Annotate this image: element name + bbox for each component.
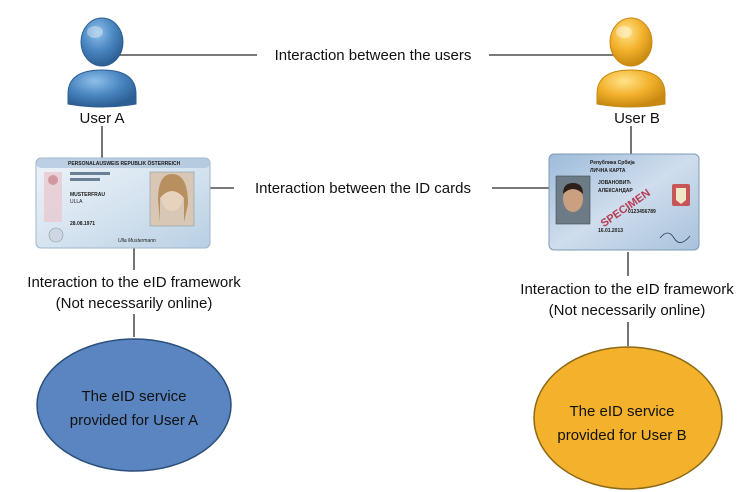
user-b-highlight [616,26,632,38]
service-a-node: The eID service provided for User A [36,338,232,472]
user-a-label: User A [79,110,124,127]
framework-b-label-line2: (Not necessarily online) [549,302,706,319]
users-interaction-label: Interaction between the users [275,47,472,64]
user-b-head [609,17,653,67]
id-card-b-photo-face [563,186,583,212]
id-card-a-signature: Ulla Mustermann [118,238,156,244]
id-card-b-title: Република Србија [590,159,635,166]
id-card-a: PERSONALAUSWEIS REPUBLIK ÖSTERREICH MUST… [35,157,211,249]
user-a-highlight [87,26,103,38]
framework-a-label-line1: Interaction to the eID framework [27,274,241,291]
id-card-b-date: 16.01.2013 [598,228,623,234]
id-card-a-surname: MUSTERFRAU [70,192,105,198]
user-a-body [67,69,137,108]
service-b-label-line2: provided for User B [557,427,686,444]
connector-lines [101,54,632,346]
service-a-label-line2: provided for User A [70,412,198,429]
id-card-a-date: 28.08.1971 [70,221,95,227]
user-a-head [80,17,124,67]
id-card-b-number: 0123456789 [628,209,656,215]
id-card-a-header-band [36,158,210,168]
id-card-b-signature [659,232,691,243]
id-card-b-coat-of-arms [672,184,690,206]
service-b-node: The eID service provided for User B [533,346,723,490]
id-card-b-given-name: АЛЕКСАНДАР [598,188,633,194]
id-card-b-photo-hair [563,183,583,194]
framework-b-label-line1: Interaction to the eID framework [520,281,734,298]
framework-a-label-line2: (Not necessarily online) [56,295,213,312]
service-b-ellipse [533,346,723,490]
id-card-b: Република Србија ЛИЧНА КАРТА ЈОВАНОВИЋ А… [548,153,700,251]
id-card-a-field-1 [70,172,110,175]
id-card-a-seal [48,175,58,185]
id-card-b-surname: ЈОВАНОВИЋ [598,180,631,186]
user-a-icon [67,17,137,108]
service-a-label-line1: The eID service [81,388,186,405]
id-card-a-given-name: ULLA [70,199,83,205]
id-card-b-subtitle: ЛИЧНА КАРТА [590,168,626,174]
cards-interaction-label: Interaction between the ID cards [255,180,471,197]
id-card-a-photo-hair [158,174,188,222]
user-b-label: User B [614,110,660,127]
service-b-label-line1: The eID service [569,403,674,420]
id-card-a-field-2 [70,178,100,181]
id-card-a-emblem [44,172,62,222]
service-a-ellipse [36,338,232,472]
id-card-a-title: PERSONALAUSWEIS REPUBLIK ÖSTERREICH [68,160,181,167]
user-b-icon [596,17,666,108]
id-card-a-hologram [48,227,64,243]
user-b-body [596,69,666,108]
